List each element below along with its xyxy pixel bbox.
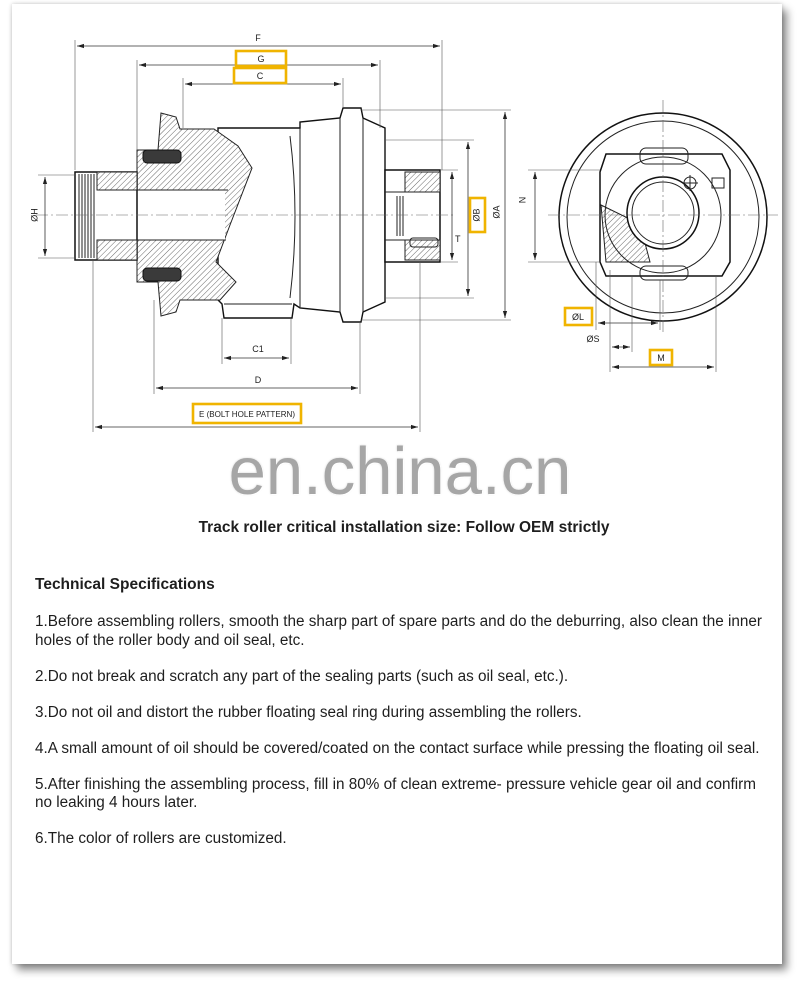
- right-hub-thread: [396, 196, 405, 236]
- nut-section-bottom: [96, 239, 138, 261]
- dim-l-highlight-box: [563, 306, 594, 327]
- floating-seal-bottom: [142, 267, 182, 282]
- watermark: en.china.cn: [228, 434, 572, 509]
- dim-t-label: T: [455, 234, 461, 244]
- dim-b-label: ØB: [471, 208, 481, 221]
- dim-h-label: ØH: [29, 208, 39, 222]
- dim-n-label: N: [517, 197, 527, 204]
- dim-m-highlight-box: [648, 348, 674, 367]
- track-roller-drawing: F G C ØH T ØB ØA C1 D: [29, 33, 778, 432]
- dim-l-label: ØL: [572, 312, 584, 322]
- dim-c-label: C: [257, 71, 264, 81]
- dim-c-highlight-box: [232, 66, 288, 85]
- floating-seal-top: [142, 149, 182, 164]
- top-slot: [639, 147, 689, 165]
- right-hub-section-top: [404, 171, 441, 193]
- dim-g-highlight-box: [234, 49, 288, 68]
- dim-c1-label: C1: [252, 344, 264, 354]
- dim-e-highlight-box: [191, 402, 303, 425]
- body-curve-line: [289, 135, 296, 299]
- dim-d-label: D: [255, 375, 262, 385]
- side-section-view: [36, 107, 455, 323]
- dim-f-label: F: [255, 33, 261, 43]
- front-view: [548, 100, 778, 335]
- spec-heading: Technical Specifications: [35, 576, 215, 593]
- dim-s-label: ØS: [586, 334, 599, 344]
- front-view-dimensions: N ØL ØS M: [517, 169, 717, 372]
- dim-a-label: ØA: [491, 205, 501, 218]
- spec-item: 2.Do not break and scratch any part of t…: [35, 667, 569, 685]
- dim-g-label: G: [257, 54, 264, 64]
- nut-thread: [77, 174, 96, 258]
- spec-item: 3.Do not oil and distort the rubber floa…: [35, 703, 582, 721]
- nut-section-top: [96, 171, 138, 191]
- spec-list: 1.Before assembling rollers, smooth the …: [35, 613, 774, 866]
- right-hub-key: [409, 237, 439, 248]
- side-lug: [711, 177, 725, 189]
- dim-b-highlight-box: [468, 196, 487, 234]
- dim-m-label: M: [657, 353, 665, 363]
- dim-e-label: E (BOLT HOLE PATTERN): [199, 410, 295, 419]
- spec-item: 6.The color of rollers are customized.: [35, 830, 287, 847]
- bottom-slot: [639, 265, 689, 281]
- spec-item: 1.Before assembling rollers, smooth the …: [35, 613, 763, 649]
- spec-item: 5.After finishing the assembling process…: [35, 775, 757, 812]
- spec-item: 4.A small amount of oil should be covere…: [35, 739, 760, 757]
- side-view-dimensions: F G C ØH T ØB ØA C1 D: [29, 33, 511, 432]
- drawing-caption: Track roller critical installation size:…: [198, 519, 610, 536]
